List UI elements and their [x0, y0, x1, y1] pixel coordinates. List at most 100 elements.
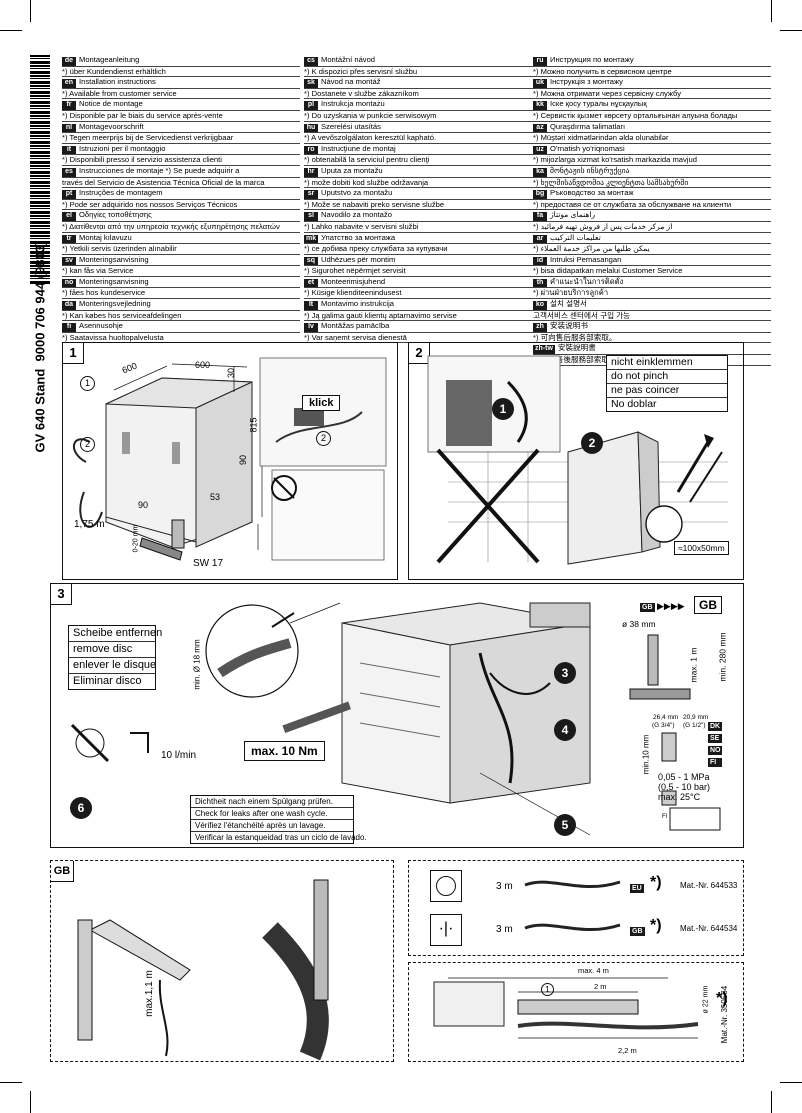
crop-mark-bottom-right [771, 1091, 772, 1113]
language-note: través del Servicio de Asistencia Técnic… [62, 178, 300, 189]
language-title: Uputstvo za montažu [321, 188, 393, 198]
crop-mark-top-left-h [0, 30, 22, 31]
hose-length: 1,75 m [74, 519, 105, 530]
language-code: hu [304, 123, 318, 133]
language-title: Упатство за монтажа [321, 232, 396, 242]
fi-label: FI [662, 814, 668, 820]
step-4-marker: 4 [554, 719, 576, 741]
language-code: it [62, 145, 76, 155]
language-note: *) Küsige klienditeenindusest [304, 288, 542, 300]
dim-toe-a: 90 [138, 500, 149, 510]
language-code: lv [304, 323, 318, 332]
thread-b-inch: (G 1/2") [683, 722, 706, 729]
language-title: Monteringsanvisning [79, 276, 149, 286]
part-2-marker: 2 [80, 437, 95, 452]
language-code: ka [533, 167, 547, 177]
accessory-mat-number: Mat.-Nr. 644533 [680, 881, 738, 890]
dishwasher-dimensions-illustration [73, 357, 387, 561]
step-3-marker: 3 [554, 662, 576, 684]
leak-check-box: Dichtheit nach einem Spülgang prüfen. Ch… [190, 795, 367, 844]
dim-depth: 30 [226, 367, 237, 379]
dim-offset: 90 [238, 454, 249, 466]
language-code: pl [304, 101, 318, 110]
language-code: fr [62, 101, 76, 110]
language-code: hr [304, 167, 318, 177]
language-code: no [62, 278, 76, 288]
language-title: Ръководство за монтаж [550, 188, 634, 198]
language-code: fi [62, 323, 76, 332]
language-note: *) Do uzyskania w punkcie serwisowym [304, 111, 542, 122]
language-code: mk [304, 234, 319, 244]
click-label: klick [302, 395, 341, 411]
model-title: GV 640 Stand [32, 368, 48, 453]
thread-a: 26,4 mm [653, 714, 679, 721]
language-note: *) Можно получить в сервисном центре [533, 67, 771, 78]
language-note: *) bisa didapatkan melalui Customer Serv… [533, 266, 771, 277]
language-title: 安装说明书 [550, 321, 588, 331]
extension-diameter: ø 22 mm [702, 985, 710, 1014]
language-title: Asennusohje [79, 321, 123, 331]
language-note: *) obtenabilă la serviciul pentru clienţ… [304, 155, 542, 166]
extension-part-marker: 1 [541, 983, 554, 996]
language-title: Montavimo instrukcija [321, 299, 395, 309]
language-note: *) Можна отримати через сервісну службу [533, 89, 771, 100]
language-note: *) предоставя се от службата за обслужва… [533, 200, 771, 211]
language-note: *) K dispozici přes servisní službu [304, 67, 542, 78]
language-note: *) Tegen meerprijs bij de Servicedienst … [62, 133, 300, 144]
gb-small-tag: GB ▶▶▶▶ [640, 601, 685, 612]
panel-1: 1 [62, 342, 398, 580]
language-title: Notice de montage [79, 99, 143, 109]
opening-size: ≈100x50mm [674, 541, 729, 555]
thread-a-inch: (G 3/4") [652, 722, 675, 729]
step-2-marker: 2 [581, 432, 603, 454]
crop-mark-bottom-right-h [780, 1082, 802, 1083]
gb-height: max.1,1 m [143, 970, 155, 1017]
barcode [30, 55, 50, 285]
language-title: Intruksi Pemasangan [550, 254, 622, 264]
language-note: *) Pode ser adquirido nos nossos Serviço… [62, 200, 300, 211]
dim-toe-b: 53 [210, 492, 221, 502]
panel-2: 2 [408, 342, 744, 580]
language-title: Monteringsvejledning [79, 299, 151, 309]
language-note: *) Disponibili presso il servizio assist… [62, 155, 300, 166]
flow-rate: 10 l/min [161, 750, 197, 761]
language-code: id [533, 256, 547, 266]
language-code: uk [533, 79, 547, 88]
step-5-marker: 5 [554, 814, 576, 836]
language-note: *) mijozlarga xizmat ko'rsatish markazid… [533, 155, 771, 166]
language-title: Návod na montáž [321, 77, 381, 87]
language-title: 설치 설명서 [550, 299, 588, 309]
language-title: O'rnatish yo'riqnomasi [550, 143, 625, 153]
language-title: Navodilo za montažo [321, 210, 392, 220]
extension-segment: 2 m [594, 982, 607, 991]
panel-number: 2 [409, 343, 430, 364]
min-length: min.10 mm [641, 734, 651, 775]
language-title: Montaj kılavuzu [79, 232, 132, 242]
language-note: *) Сервистік қызмет көрсету орталығынан … [533, 111, 771, 122]
language-note: *) ხელმისაწვდომია კლიენტთა სამსახურში [533, 178, 771, 189]
crop-mark-top-left [30, 0, 31, 22]
language-code: sv [62, 256, 76, 266]
step-1-marker: 1 [492, 398, 514, 420]
language-note: *) Ją galima gauti klientų aptarnavimo s… [304, 311, 542, 322]
accessory-length: 3 m [496, 924, 513, 935]
